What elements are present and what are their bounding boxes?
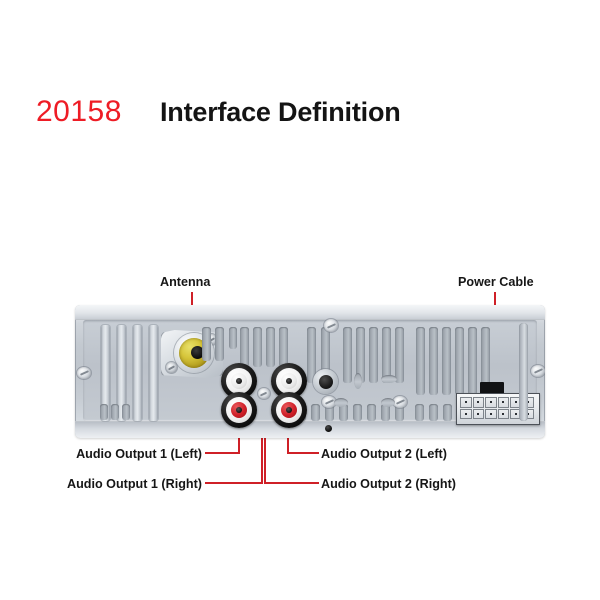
leader-line-a1l-h xyxy=(205,452,240,454)
heatsink-fin xyxy=(149,325,158,421)
power-connector-pin-grid xyxy=(460,397,534,419)
vent-slot xyxy=(367,404,376,421)
vent-slot xyxy=(429,404,438,421)
vent-slot xyxy=(339,404,348,421)
hole-oval-small xyxy=(354,373,362,389)
callout-label-audio-out-2-right: Audio Output 2 (Right) xyxy=(321,477,456,491)
power-pin xyxy=(460,408,472,419)
power-pin xyxy=(522,397,534,408)
antenna-jack-center-pin xyxy=(191,346,204,359)
vent-slot xyxy=(266,327,275,367)
rca-jack-audio-out-1-right xyxy=(221,392,257,428)
heatsink-fin xyxy=(133,325,142,421)
vent-slot xyxy=(415,404,424,421)
power-pin xyxy=(497,397,509,408)
hole-oval-wide xyxy=(381,375,397,383)
callout-label-audio-out-2-left: Audio Output 2 (Left) xyxy=(321,447,447,461)
vent-slot xyxy=(455,327,464,395)
vent-slot xyxy=(122,404,130,420)
heatsink-fin xyxy=(117,325,126,421)
vent-slot xyxy=(395,327,404,383)
rca-jack-audio-out-1-left xyxy=(221,363,257,399)
power-pin xyxy=(460,397,472,408)
vent-slot xyxy=(215,327,224,361)
port-round-center xyxy=(313,369,338,394)
vent-slot xyxy=(229,327,237,349)
car-stereo-rear-panel xyxy=(75,305,545,438)
callout-label-antenna: Antenna xyxy=(160,275,211,289)
mounting-slot-right xyxy=(519,323,528,421)
vent-slot xyxy=(381,404,390,421)
power-pin xyxy=(510,408,522,419)
power-pin xyxy=(472,397,484,408)
leader-line-a2r-v xyxy=(264,406,266,483)
jumper-pad-right xyxy=(381,398,395,407)
vent-slot xyxy=(321,327,330,383)
rca-jack-audio-out-2-left xyxy=(271,363,307,399)
screw-left-mount xyxy=(77,367,91,379)
power-pin xyxy=(522,408,534,419)
callout-label-power-cable: Power Cable xyxy=(458,275,534,289)
page-title: Interface Definition xyxy=(160,97,401,127)
vent-slot xyxy=(240,327,249,367)
antenna-plate-screw-top xyxy=(206,334,217,345)
rca-center-pin xyxy=(235,377,243,385)
vent-slot xyxy=(369,327,378,383)
rca-center-pin xyxy=(285,406,293,414)
leader-line-a1r-h xyxy=(205,482,263,484)
jumper-pad-left xyxy=(334,398,348,407)
screw-jumper-left xyxy=(322,396,336,408)
vent-slot xyxy=(395,404,404,421)
vent-slot xyxy=(311,404,320,421)
power-pin xyxy=(510,397,522,408)
model-code: 20158 xyxy=(36,95,122,128)
rca-center-pin xyxy=(235,406,243,414)
vent-slot xyxy=(416,327,425,395)
power-pin xyxy=(472,408,484,419)
chassis-top-rail xyxy=(75,305,545,320)
leader-line-a2l-h xyxy=(287,452,319,454)
vent-slot xyxy=(325,404,334,421)
vent-slot xyxy=(382,327,391,383)
chassis-bottom-rail xyxy=(75,421,545,438)
power-connector-latch xyxy=(480,382,504,394)
hole-bottom-rail xyxy=(325,425,332,432)
vent-slot xyxy=(343,327,352,383)
port-round-hole xyxy=(318,374,333,389)
vent-slot xyxy=(202,327,211,361)
vent-slot xyxy=(111,404,119,420)
leader-line-a2r-h xyxy=(264,482,319,484)
vent-slot xyxy=(468,327,477,395)
callout-label-audio-out-1-right: Audio Output 1 (Right) xyxy=(67,477,202,491)
power-pin xyxy=(485,397,497,408)
vent-slot xyxy=(353,404,362,421)
vent-slot xyxy=(279,327,288,367)
vent-slot xyxy=(100,404,108,420)
screw-jumper-right xyxy=(393,396,407,408)
antenna-plate-screw-bottom xyxy=(166,362,177,373)
screw-rca-cluster xyxy=(258,388,270,399)
vent-slot xyxy=(481,327,490,395)
rca-jack-audio-out-2-right xyxy=(271,392,307,428)
heatsink-fin xyxy=(101,325,110,421)
vent-slot xyxy=(253,327,262,367)
leader-line-a1r-v xyxy=(261,406,263,483)
vent-slot xyxy=(356,327,365,383)
power-pin xyxy=(497,408,509,419)
page-header: 20158 Interface Definition xyxy=(0,92,600,132)
vent-slot xyxy=(429,327,438,395)
callout-label-audio-out-1-left: Audio Output 1 (Left) xyxy=(76,447,202,461)
vent-slot xyxy=(307,327,316,383)
power-pin xyxy=(485,408,497,419)
rca-center-pin xyxy=(285,377,293,385)
screw-right-mount xyxy=(531,365,545,377)
screw-top-center xyxy=(324,319,338,332)
vent-slot xyxy=(442,327,451,395)
vent-slot xyxy=(443,404,452,421)
